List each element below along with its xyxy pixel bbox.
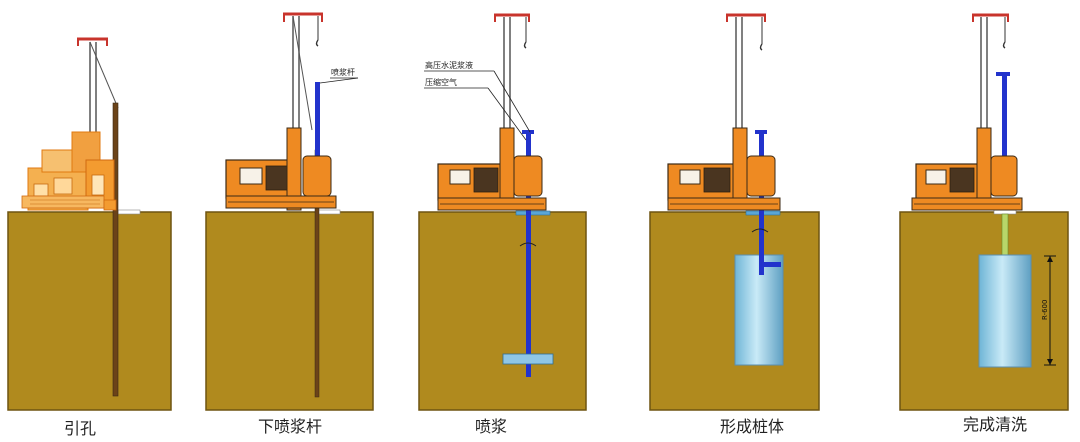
pile-body xyxy=(978,254,1032,368)
step-wan-cheng-qing-xi: R-600 完成清洗 xyxy=(899,13,1069,434)
crane xyxy=(494,13,530,130)
drill-rod xyxy=(112,102,119,397)
pile-dimension: R-600 xyxy=(1041,255,1056,366)
step-xia-pen-jiang-gan: 喷浆杆 下喷浆杆 xyxy=(205,12,374,436)
drilling-rig xyxy=(911,127,1023,211)
rod-head xyxy=(522,130,534,134)
grout-rod xyxy=(315,82,320,160)
step-label: 形成桩体 xyxy=(720,417,784,436)
step-label: 喷浆 xyxy=(475,417,507,436)
ground-plate xyxy=(317,209,341,215)
compressed-air-label: 压缩空气 xyxy=(425,77,457,87)
annotation-grout-and-air: 高压水泥浆液 压缩空气 xyxy=(424,60,531,141)
crane xyxy=(726,13,766,130)
rotation-arrow-icon xyxy=(751,228,769,233)
step-xing-cheng-zhuang-ti: 形成桩体 xyxy=(649,13,820,436)
grout-rod xyxy=(526,130,531,377)
drilling-rig xyxy=(667,127,781,211)
rotation-arrow-icon xyxy=(519,242,537,247)
grout-rod-label: 喷浆杆 xyxy=(331,67,355,77)
ground-plate xyxy=(993,209,1017,215)
high-pressure-grout-label: 高压水泥浆液 xyxy=(425,60,473,70)
ground-plate xyxy=(117,209,141,215)
annotation-grout-rod: 喷浆杆 xyxy=(319,67,359,84)
soil-block xyxy=(205,211,374,411)
rod-tip xyxy=(759,262,781,267)
grout-rod xyxy=(1002,72,1007,162)
crane xyxy=(972,13,1009,130)
step-label: 完成清洗 xyxy=(963,415,1027,434)
drilling-rig xyxy=(21,131,117,211)
pile-connector xyxy=(1001,213,1009,257)
pile-dimension-label: R-600 xyxy=(1041,300,1049,320)
step-yin-kong: 引孔 xyxy=(7,37,172,438)
drilling-rig xyxy=(225,127,337,211)
step-pen-jiang: 高压水泥浆液 压缩空气 喷浆 xyxy=(418,13,587,436)
rod-head xyxy=(996,72,1010,76)
step-label: 引孔 xyxy=(64,419,96,438)
jet-nozzle xyxy=(502,353,554,365)
step-label: 下喷浆杆 xyxy=(258,417,322,436)
soil-block xyxy=(7,211,172,411)
drilling-rig xyxy=(437,127,547,211)
ground-plate xyxy=(515,210,551,216)
rod-head xyxy=(755,130,767,134)
soil-block xyxy=(418,211,587,411)
crane xyxy=(283,12,323,131)
